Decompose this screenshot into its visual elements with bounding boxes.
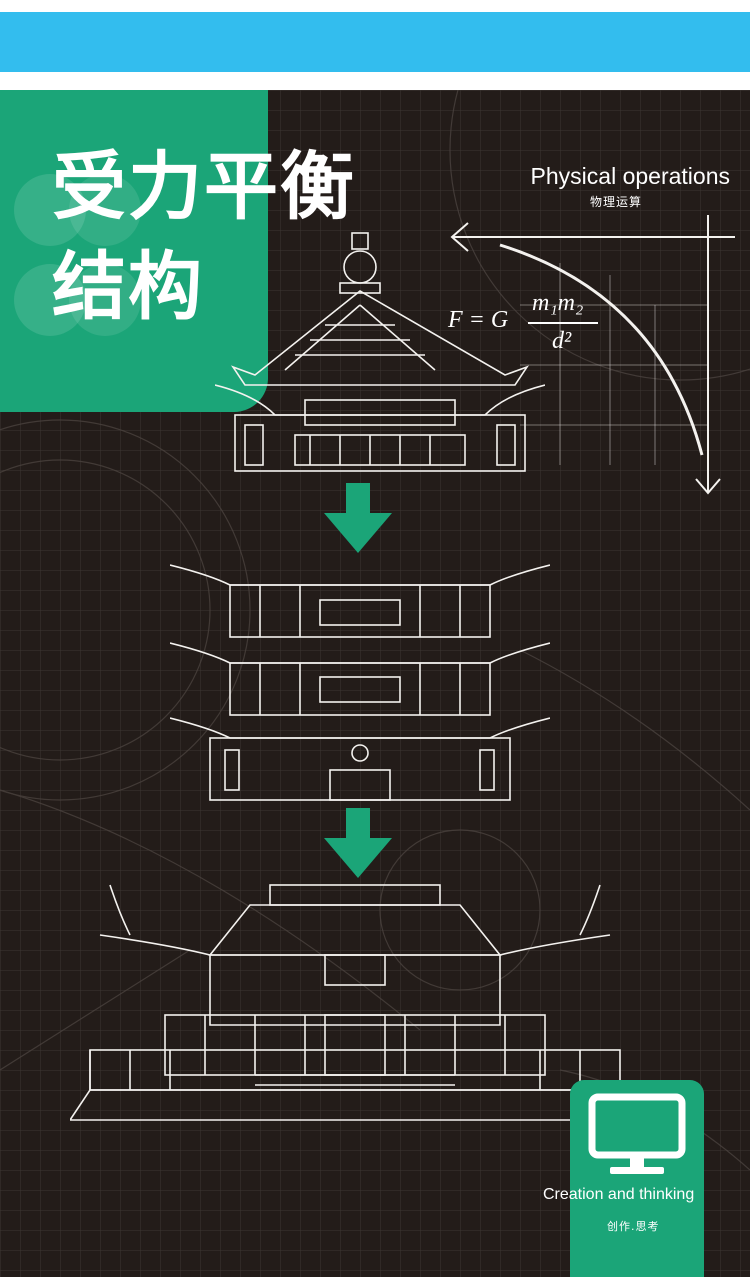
gravity-formula: F = G m₁m₂ d² [448, 290, 608, 360]
pagoda-roof-section [215, 232, 545, 472]
physics-subtitle: 物理运算 [590, 195, 643, 209]
badge-title-line1: 受力平衡 [52, 144, 356, 230]
formula-numerator: m₁m₂ [532, 290, 584, 316]
arrow-down-icon [324, 483, 392, 553]
formula-denominator: d² [552, 328, 572, 354]
arrow-down-icon [324, 808, 392, 878]
card-subtitle: 创作.思考 [607, 1220, 660, 1233]
formula-lhs: F = G [448, 307, 509, 333]
title-badge [0, 90, 268, 412]
pagoda-middle-section [170, 564, 550, 801]
monitor-icon [588, 1093, 686, 1174]
blue-header-bar [0, 12, 750, 72]
formula-fraction-bar [528, 322, 598, 324]
force-curve-diagram [450, 215, 735, 495]
top-band [0, 0, 750, 12]
card-title: Creation and thinking [543, 1186, 695, 1203]
badge-title-line2: 结构 [52, 244, 204, 330]
pagoda-base-section [70, 884, 640, 1121]
badge-decoration [14, 174, 141, 336]
header-gap [0, 72, 750, 90]
physics-title: Physical operations [530, 163, 730, 189]
